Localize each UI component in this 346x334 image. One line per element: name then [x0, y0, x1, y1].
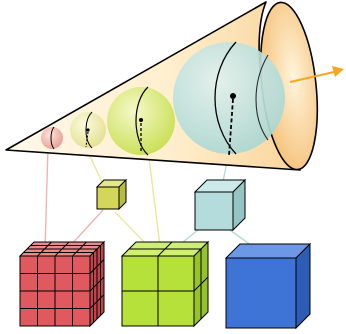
spheres [41, 41, 285, 157]
sphere-green [107, 86, 175, 156]
direction-arrow [289, 66, 344, 83]
link-teal-cube-to-blue-grid [229, 229, 253, 247]
medium-green-grid [120, 240, 210, 328]
link-green-sphere-to-green-grid [147, 149, 161, 247]
arrow-head [332, 66, 344, 77]
small-cube-teal [193, 178, 247, 232]
link-yellow-cube-to-red-grid [69, 209, 104, 247]
small-cube-yellow [95, 178, 128, 211]
sphere-teal [173, 41, 285, 157]
sphere-yellow [70, 111, 106, 149]
coarse-blue-grid [224, 242, 312, 330]
link-yellow-cube-to-green-grid [114, 211, 149, 247]
link-red-sphere-to-red-grid [44, 147, 49, 249]
sphere-red [41, 126, 63, 150]
fine-red-grid [18, 240, 106, 328]
